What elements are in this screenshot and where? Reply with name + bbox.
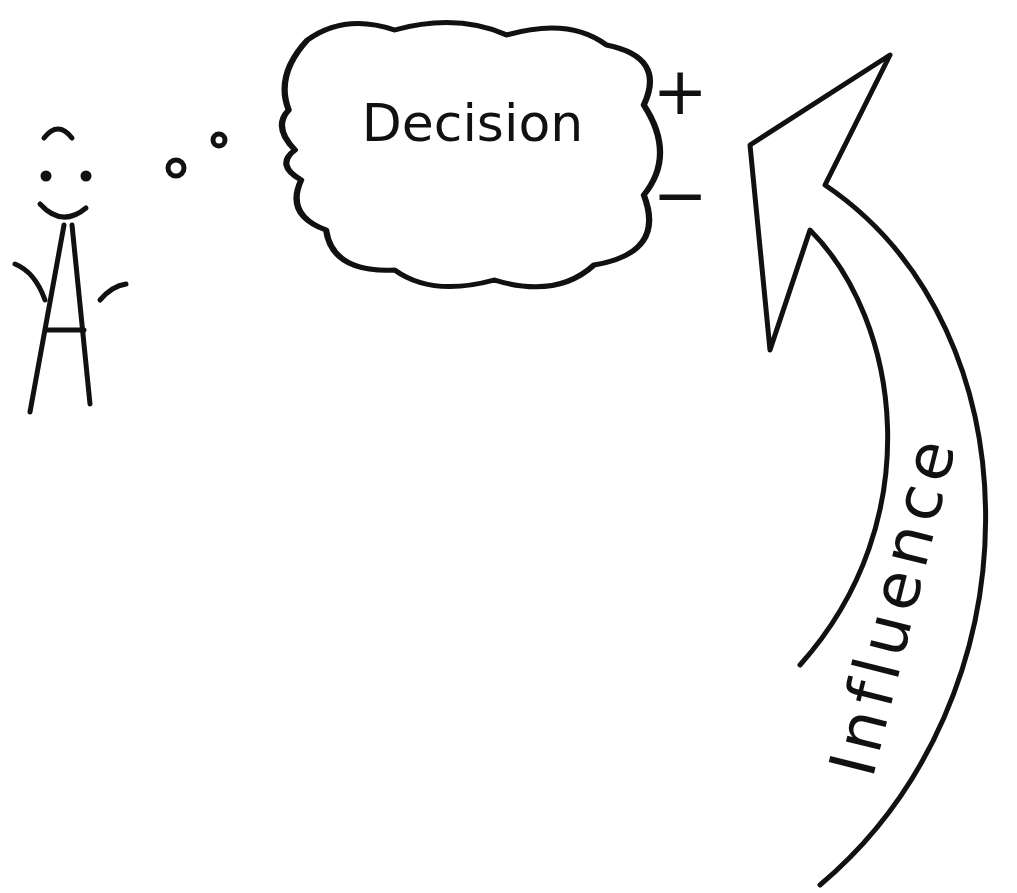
head-arc [44, 129, 72, 138]
cloud-text: Decision [270, 93, 675, 153]
leg [72, 225, 90, 404]
influence-arrow [750, 55, 986, 885]
smile [40, 204, 86, 217]
plus-sign: + [653, 59, 708, 125]
leg [30, 225, 64, 412]
crossbar [46, 328, 84, 333]
arm [100, 284, 126, 300]
arm [15, 264, 45, 300]
thought-cloud: Decision [270, 15, 675, 295]
eye [43, 173, 49, 179]
thought-dot [168, 160, 184, 176]
minus-sign: − [653, 163, 708, 229]
thought-dot [213, 134, 225, 146]
eye [83, 173, 89, 179]
cloud-outline [270, 15, 675, 295]
cloud-path [282, 23, 660, 287]
